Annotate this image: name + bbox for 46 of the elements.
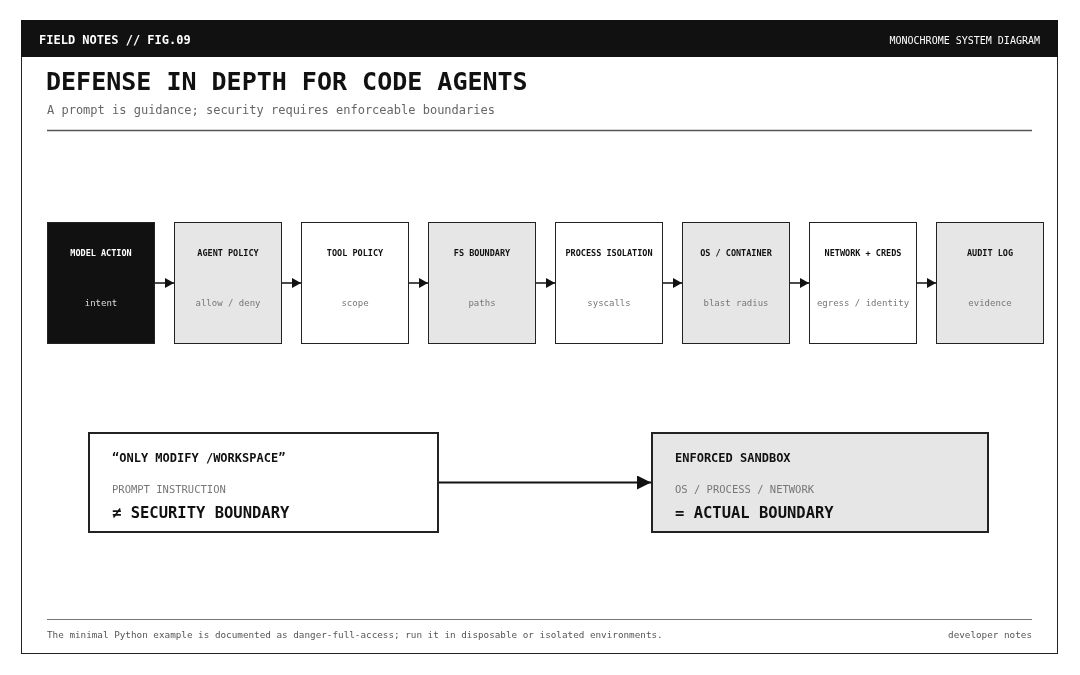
arrow [281, 278, 302, 288]
arrow [916, 278, 937, 288]
box-subtitle: egress / identity [816, 296, 910, 309]
layer-box [809, 222, 917, 344]
instruction-panel [88, 432, 439, 533]
layer-box [682, 222, 790, 344]
box-subtitle: allow / deny [195, 296, 261, 309]
arrow [535, 278, 556, 288]
box-subtitle: intent [84, 296, 118, 309]
boundary-verdict: = ACTUAL BOUNDARY [675, 503, 834, 523]
box-title: TOOL POLICY [326, 246, 384, 259]
box-title: MODEL ACTION [70, 246, 132, 259]
box-subtitle: scope [341, 296, 369, 309]
box-title: NETWORK + CREDS [824, 246, 902, 259]
box-title: OS / CONTAINER [700, 246, 772, 259]
layer-box [428, 222, 536, 344]
box-subtitle: paths [468, 296, 496, 309]
diagram-subtitle: A prompt is guidance; security requires enforceable boundaries [47, 103, 495, 118]
box-title: AGENT POLICY [197, 246, 259, 259]
diagram-title: DEFENSE IN DEPTH FOR CODE AGENTS [46, 67, 528, 97]
box-subtitle: blast radius [703, 296, 769, 309]
header-label: FIELD NOTES // FIG.09 [39, 33, 191, 48]
layer-box [174, 222, 282, 344]
layer-box [47, 222, 155, 344]
arrow [154, 278, 175, 288]
header-tag: MONOCHROME SYSTEM DIAGRAM [889, 35, 1040, 47]
footer-note: The minimal Python example is documented as danger-full-access; run it in disposable or isolated environments. [47, 629, 663, 641]
layer-box [936, 222, 1044, 344]
box-subtitle: evidence [968, 296, 1012, 309]
panel-caption: OS / PROCESS / NETWORK [675, 482, 815, 496]
arrow [662, 278, 683, 288]
box-title: PROCESS ISOLATION [565, 246, 653, 259]
arrow [408, 278, 429, 288]
panel-heading: ENFORCED SANDBOX [675, 450, 791, 466]
panel-caption: PROMPT INSTRUCTION [112, 482, 226, 496]
footer-credit: developer notes [948, 629, 1032, 641]
layer-box [301, 222, 409, 344]
layer-box [555, 222, 663, 344]
boundary-verdict: ≠ SECURITY BOUNDARY [112, 503, 290, 523]
arrow [438, 475, 652, 490]
panel-heading: “ONLY MODIFY /WORKSPACE” [112, 450, 286, 466]
box-title: AUDIT LOG [966, 246, 1014, 259]
box-title: FS BOUNDARY [453, 246, 511, 259]
box-subtitle: syscalls [587, 296, 631, 309]
sandbox-panel [651, 432, 989, 533]
arrow [789, 278, 810, 288]
